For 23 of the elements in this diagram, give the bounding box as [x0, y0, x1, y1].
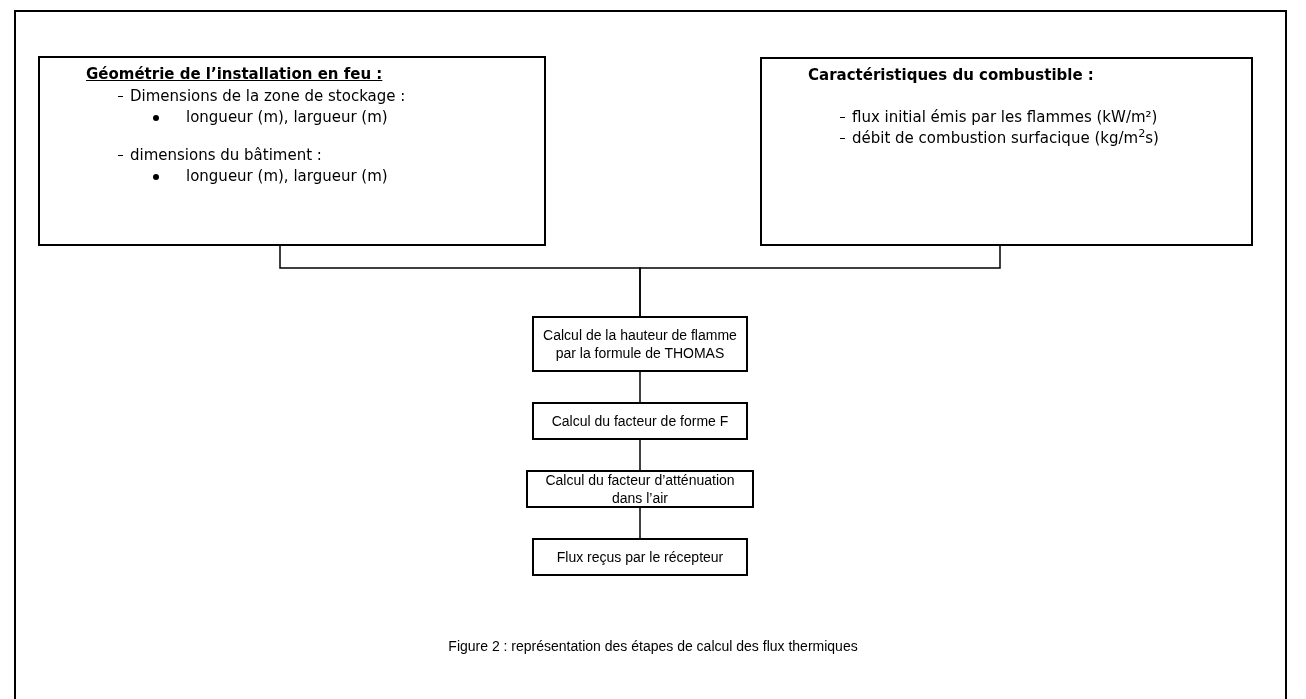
input-box [760, 57, 1253, 246]
connector-line [639, 507, 641, 539]
connector-line [639, 245, 1001, 317]
box-heading: Géométrie de l’installation en feu : [86, 64, 384, 85]
process-box [526, 470, 754, 508]
box-heading: Caractéristiques du combustible : [808, 65, 1095, 86]
step-text: Calcul du facteur d’atténuation dans l’air [544, 471, 736, 507]
list-item: débit de combustion surfacique (kg/m$^{2}$s) [851, 128, 1159, 149]
input-box [38, 56, 546, 246]
list-item: Dimensions de la zone de stockage : [129, 86, 406, 107]
list-item: flux initial émis par les flammes (kW/m²) [851, 107, 1158, 128]
process-box [532, 538, 748, 576]
step-text: Flux reçus par le récepteur [556, 548, 724, 566]
step-text: Calcul du facteur de forme F [551, 412, 729, 430]
process-box [532, 402, 748, 440]
figure-caption: Figure 2 : représentation des étapes de calcul des flux thermiques [447, 637, 859, 656]
list-item: longueur (m), largueur (m) [185, 107, 388, 128]
connector-line [639, 371, 641, 403]
step-text: Calcul de la hauteur de flamme par la formule de THOMAS [542, 326, 738, 362]
connector-line [639, 439, 641, 471]
list-item: dimensions du bâtiment : [129, 145, 322, 166]
list-item: longueur (m), largueur (m) [185, 166, 388, 187]
process-box [532, 316, 748, 372]
